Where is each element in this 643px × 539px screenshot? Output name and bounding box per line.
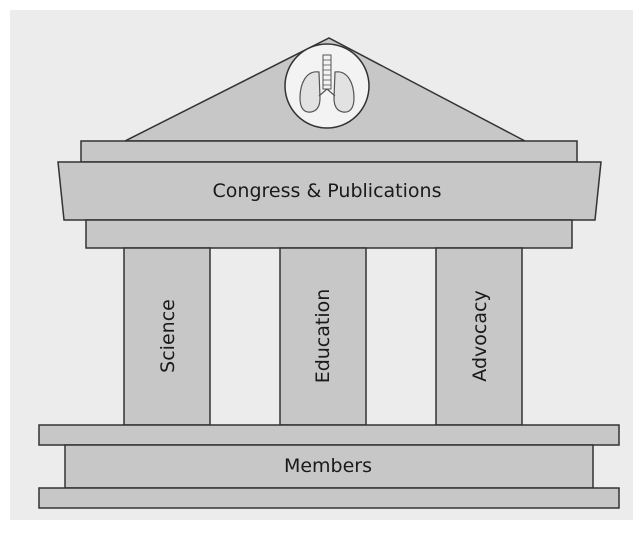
- pillar-label-science: Science: [157, 299, 179, 373]
- base-top-step: [38, 424, 620, 446]
- pillar-education: [279, 247, 367, 426]
- base-members: [64, 444, 594, 489]
- roof-band: [57, 161, 602, 221]
- roof-label: Congress & Publications: [213, 180, 442, 202]
- entablature-top: [80, 140, 578, 163]
- base-label: Members: [284, 455, 372, 477]
- lungs-icon: [284, 43, 370, 129]
- pillar-advocacy: [435, 247, 523, 426]
- pillar-label-education: Education: [312, 289, 334, 384]
- pillar-science: [123, 247, 211, 426]
- pillar-label-advocacy: Advocacy: [469, 290, 491, 381]
- entablature-bottom: [85, 219, 573, 249]
- base-bottom-step: [38, 487, 620, 509]
